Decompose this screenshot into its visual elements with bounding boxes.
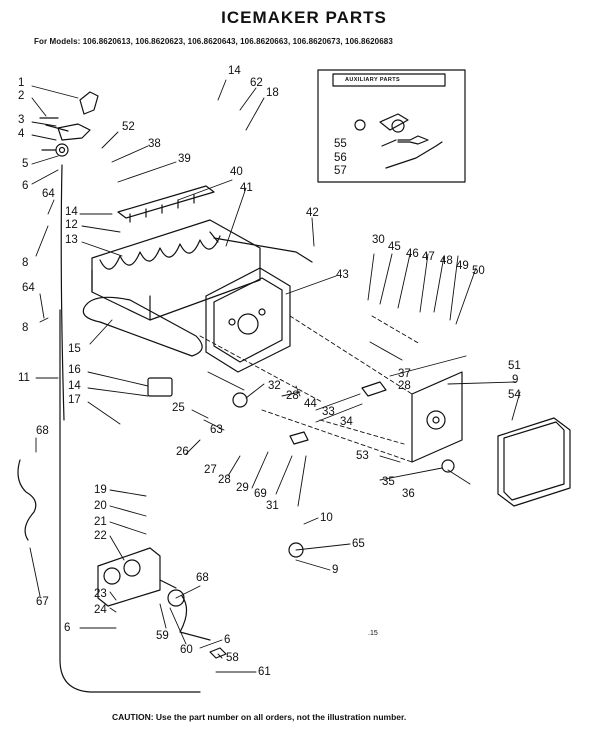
- callout-10: 10: [320, 512, 333, 524]
- callout-30: 30: [372, 234, 385, 246]
- callout-27: 27: [204, 464, 217, 476]
- page-mark: .15: [368, 630, 378, 637]
- callout-24: 24: [94, 604, 107, 616]
- callout-66: 68: [196, 572, 209, 584]
- callout-11: 11: [18, 372, 30, 384]
- callout-2: 2: [18, 90, 25, 102]
- callout-69: 69: [254, 488, 267, 500]
- callout-39: 39: [178, 153, 191, 165]
- callout-62: 62: [250, 77, 263, 89]
- callout-26: 26: [176, 446, 189, 458]
- callout-49: 49: [456, 260, 469, 272]
- callout-57: 57: [334, 165, 347, 177]
- callout-28-b: 28: [286, 390, 299, 402]
- callout-6: 6: [22, 180, 29, 192]
- callout-53: 53: [356, 450, 369, 462]
- callout-8-b: 8: [22, 322, 29, 334]
- callout-25: 25: [172, 402, 185, 414]
- callout-18: 18: [266, 87, 279, 99]
- callout-35: 35: [382, 476, 395, 488]
- callout-56: 56: [334, 152, 347, 164]
- callout-12: 12: [65, 219, 78, 231]
- callout-31: 31: [266, 500, 279, 512]
- callout-51: 51: [508, 360, 521, 372]
- callout-28-c: 28: [218, 474, 231, 486]
- callout-8-a: 8: [22, 257, 29, 269]
- callout-6-c: 6: [224, 634, 231, 646]
- callout-7: 9: [512, 374, 519, 386]
- callout-22: 22: [94, 530, 107, 542]
- callout-68: 68: [36, 425, 49, 437]
- callout-63: 63: [210, 424, 223, 436]
- callout-1: 1: [18, 77, 25, 89]
- callout-64-top: 64: [42, 188, 55, 200]
- callout-17: 17: [68, 394, 81, 406]
- callout-5: 5: [22, 158, 29, 170]
- callout-61: 61: [258, 666, 271, 678]
- callout-13: 13: [65, 234, 78, 246]
- callout-14-a: 14: [65, 206, 78, 218]
- callout-45: 45: [388, 241, 401, 253]
- callout-65: 65: [352, 538, 365, 550]
- callout-50: 50: [472, 265, 485, 277]
- callout-6-b: 6: [64, 622, 71, 634]
- callout-29: 29: [236, 482, 249, 494]
- callout-36: 36: [402, 488, 415, 500]
- models-line: For Models: 106.8620613, 106.8620623, 10…: [34, 37, 393, 46]
- callout-54: 54: [508, 389, 521, 401]
- callout-14-b: 14: [68, 380, 81, 392]
- callout-58: 58: [226, 652, 239, 664]
- callout-48: 48: [440, 255, 453, 267]
- callout-15: 15: [68, 343, 81, 355]
- callout-23: 23: [94, 588, 107, 600]
- callout-32: 32: [268, 380, 281, 392]
- callout-33: 33: [322, 406, 335, 418]
- callout-20: 20: [94, 500, 107, 512]
- callout-52: 52: [122, 121, 135, 133]
- callout-9: 9: [332, 564, 339, 576]
- auxiliary-parts-box: [317, 69, 466, 183]
- callout-55: 55: [334, 138, 347, 150]
- callout-42: 42: [306, 207, 319, 219]
- callout-41: 41: [240, 182, 253, 194]
- callout-46: 46: [406, 248, 419, 260]
- callout-64-b: 64: [22, 282, 35, 294]
- callout-60: 60: [180, 644, 193, 656]
- auxiliary-parts-label: AUXILIARY PARTS: [345, 77, 401, 83]
- callout-37: 37: [398, 368, 411, 380]
- callout-38: 38: [148, 138, 161, 150]
- callout-3: 3: [18, 114, 25, 126]
- diagram-title: ICEMAKER PARTS: [221, 8, 387, 27]
- callout-44: 44: [304, 398, 317, 410]
- callout-47: 47: [422, 251, 435, 263]
- callout-4: 4: [18, 128, 25, 140]
- callout-19: 19: [94, 484, 107, 496]
- callout-16: 16: [68, 364, 81, 376]
- callout-14-c: 14: [228, 65, 241, 77]
- caution-note: CAUTION: Use the part number on all orde…: [112, 712, 407, 722]
- callout-40: 40: [230, 166, 243, 178]
- callout-67: 67: [36, 596, 49, 608]
- callout-34: 34: [340, 416, 353, 428]
- callout-43: 43: [336, 269, 349, 281]
- callout-59: 59: [156, 630, 169, 642]
- callout-21: 21: [94, 516, 107, 528]
- callout-28-a: 28: [398, 380, 411, 392]
